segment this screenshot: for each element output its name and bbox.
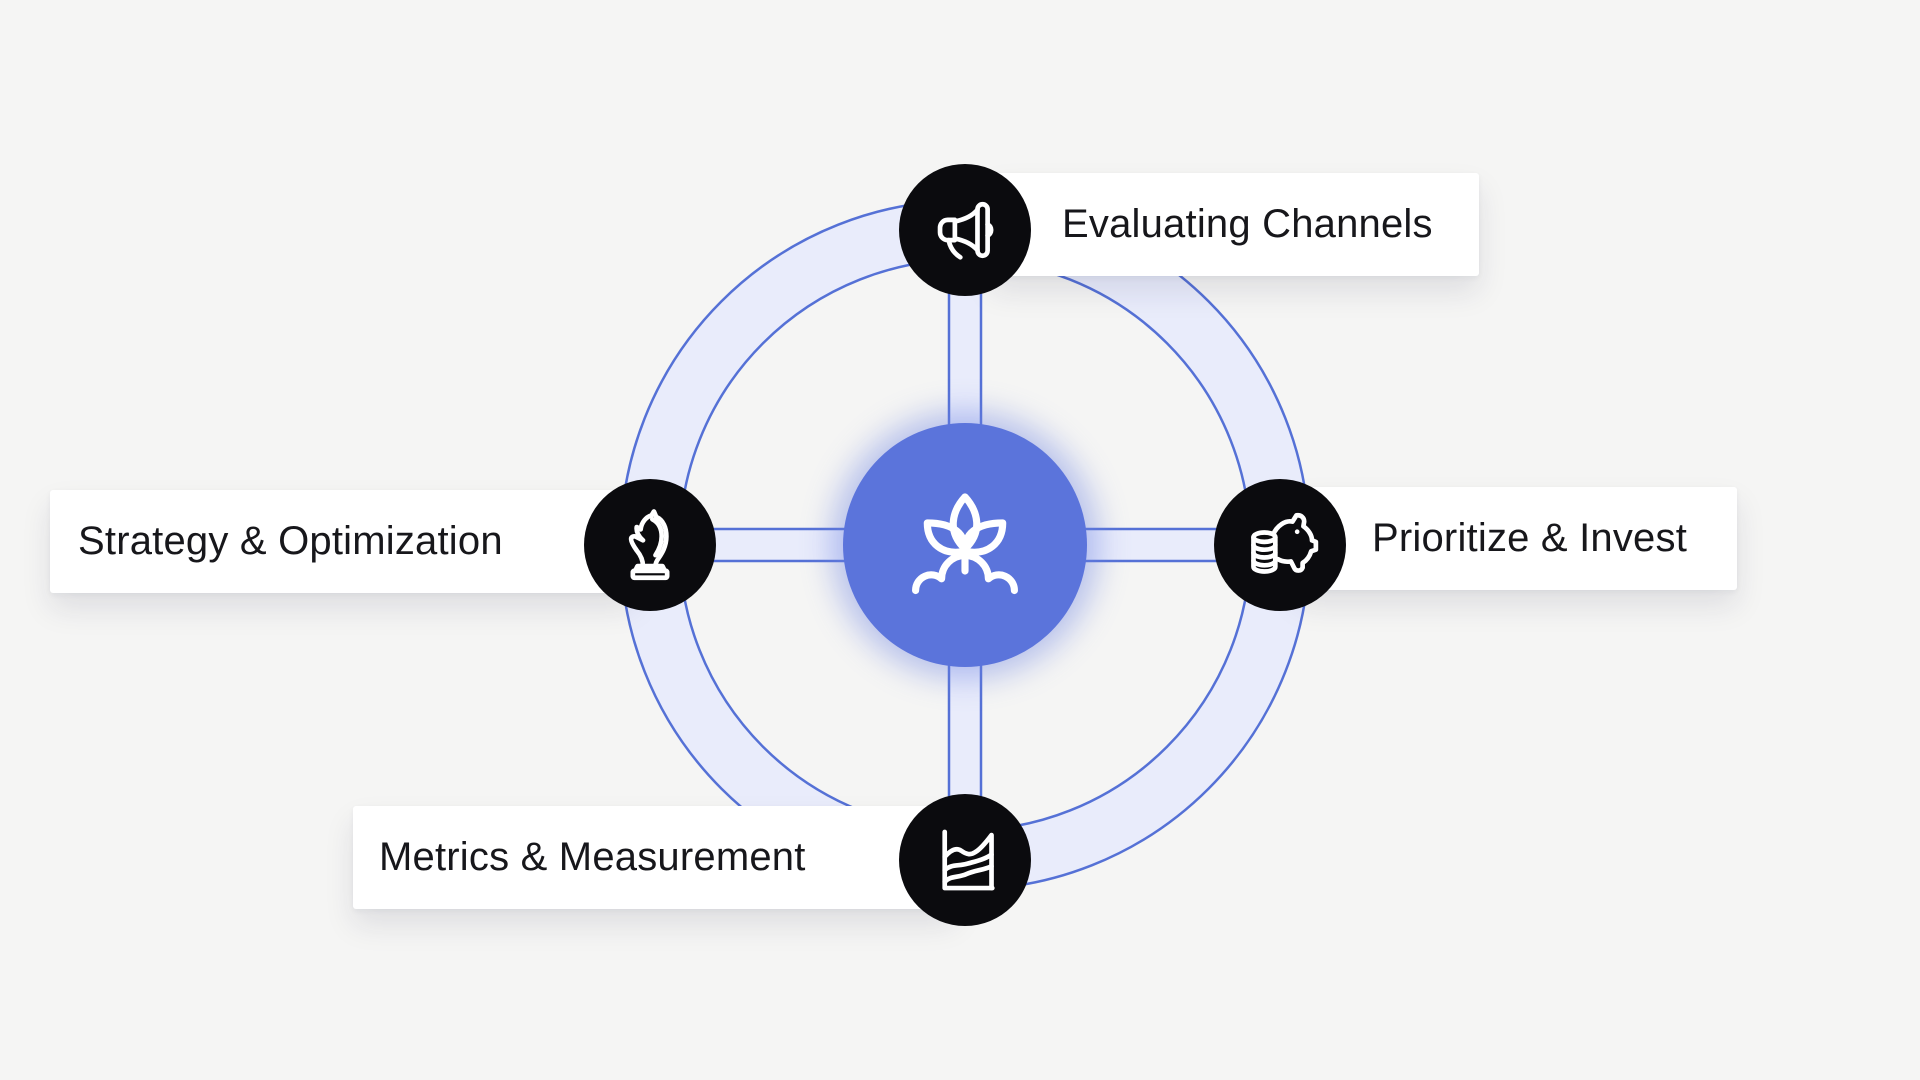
label-text: Metrics & Measurement xyxy=(379,835,806,879)
sprout-icon xyxy=(912,493,1018,595)
label-text: Prioritize & Invest xyxy=(1372,516,1688,560)
node-strategy-optimization xyxy=(584,479,716,611)
area-chart-icon xyxy=(942,829,995,891)
node-prioritize-invest xyxy=(1214,479,1346,611)
label-strategy-optimization: Strategy & Optimization xyxy=(50,490,635,593)
label-text: Strategy & Optimization xyxy=(78,519,503,563)
node-evaluating-channels xyxy=(899,164,1031,296)
node-metrics-measurement xyxy=(899,794,1031,926)
megaphone-icon xyxy=(937,201,994,260)
chess-knight-icon xyxy=(628,509,670,581)
label-text: Evaluating Channels xyxy=(1062,202,1433,246)
label-prioritize-invest: Prioritize & Invest xyxy=(1296,487,1738,590)
label-evaluating-channels: Evaluating Channels xyxy=(990,173,1479,276)
hub-circle xyxy=(843,423,1087,667)
piggy-bank-icon xyxy=(1251,512,1319,574)
label-metrics-measurement: Metrics & Measurement xyxy=(353,806,956,909)
